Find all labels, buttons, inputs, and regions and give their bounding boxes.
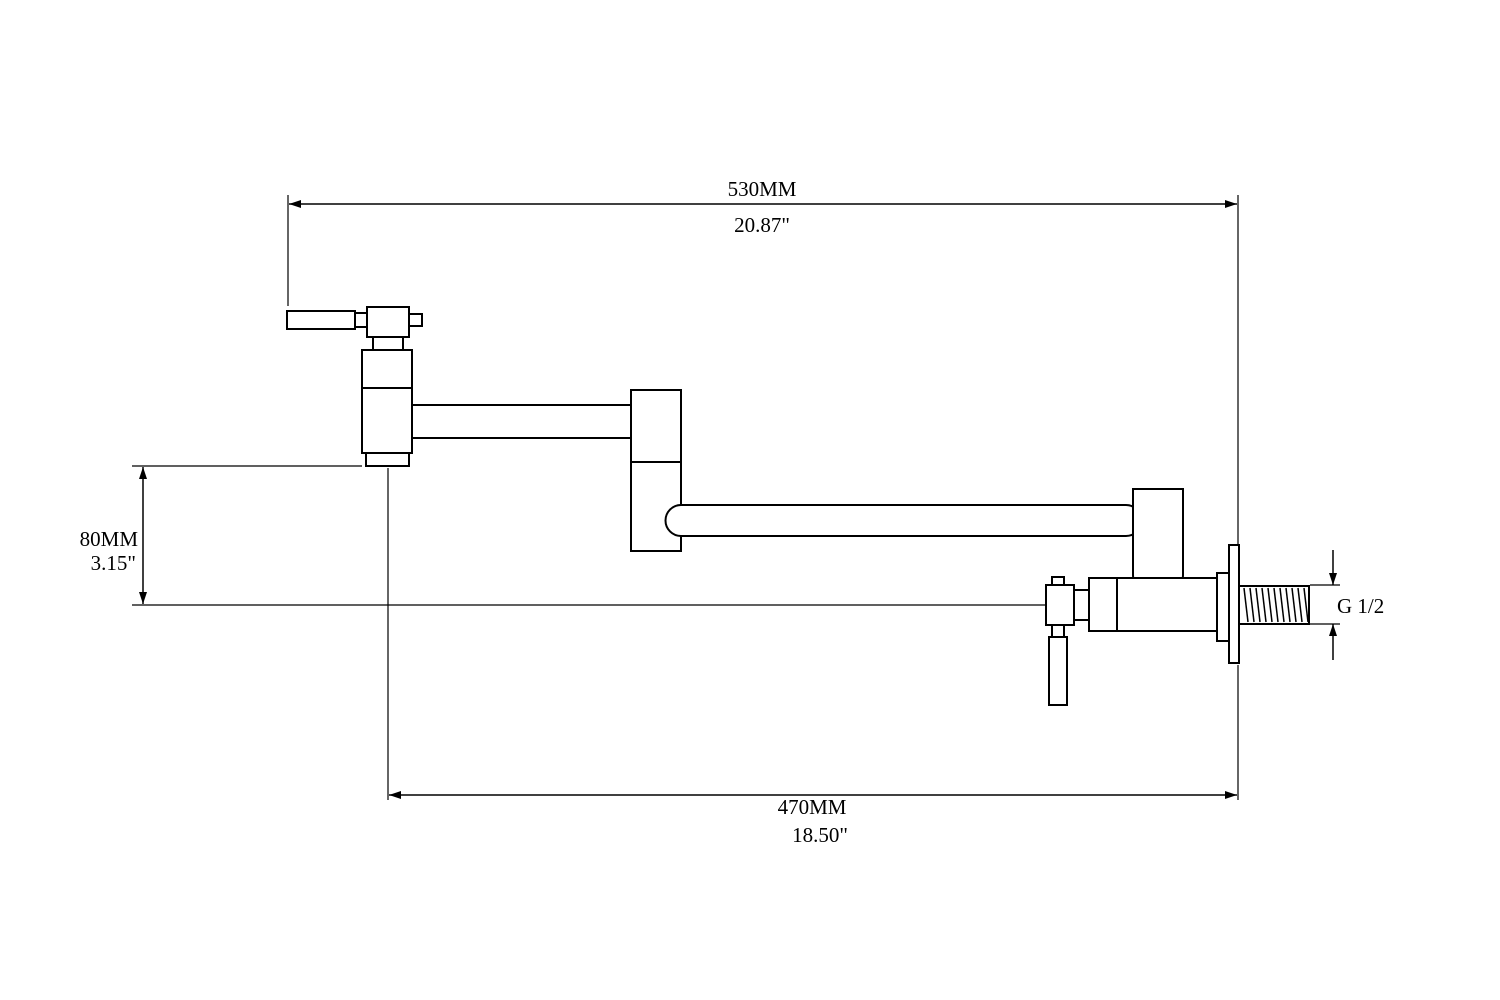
overall-width-metric: 530MM [728,177,797,201]
height-drop-imperial: 3.15" [91,551,136,575]
spout-head [286,306,423,467]
spout-handle-lever [286,310,356,330]
upper-arm [411,404,648,439]
overall-width-imperial: 20.87" [734,213,790,237]
extension-lines [132,195,1340,800]
height-drop-metric: 80MM [80,527,139,551]
lower-arm [664,504,1143,537]
wall-valve [1045,576,1218,706]
wall-valve-body [1088,577,1218,632]
threaded-inlet [1238,585,1310,625]
spout-valve-cap [366,306,410,338]
wall-offset-metric: 470MM [778,795,847,819]
wall-flange [1216,544,1240,664]
spout-body [361,349,413,454]
thread-size-label: G 1/2 [1337,594,1384,618]
wall-valve-cap [1045,584,1075,626]
wall-offset-imperial: 18.50" [792,823,848,847]
wall-handle-lever [1048,636,1068,706]
spout-outlet [365,452,410,467]
